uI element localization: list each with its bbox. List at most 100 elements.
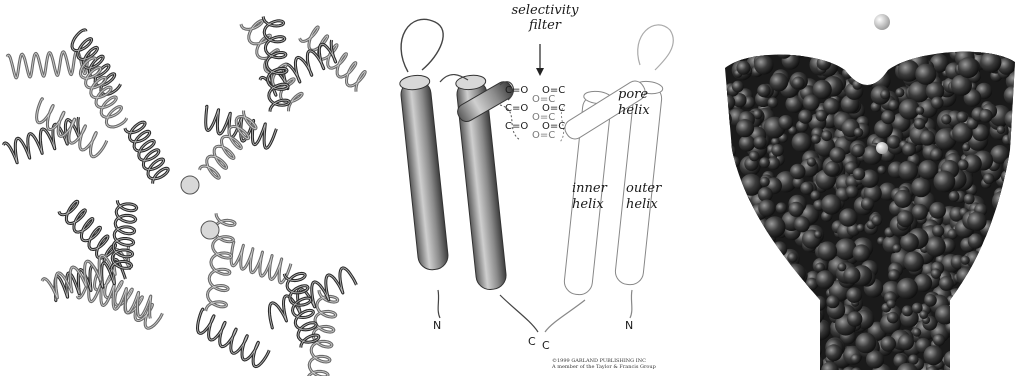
atom-sphere [818,241,838,261]
atom-sphere [880,90,890,100]
atom-sphere [1014,360,1029,376]
atom-sphere [831,30,852,51]
atom-sphere [1019,104,1029,115]
atom-sphere [932,225,944,237]
atom-sphere [956,111,967,122]
atom-sphere [887,312,899,324]
atom-sphere [887,43,903,59]
filter-label-line2: filter [510,19,580,32]
atom-sphere [1006,188,1015,197]
atom-sphere [810,190,820,200]
atom-sphere [952,34,965,47]
atom-sphere [750,285,759,294]
atom-sphere [897,210,914,227]
atom-sphere [786,264,806,284]
atom-sphere [979,109,993,123]
atom-sphere [912,328,921,337]
atom-sphere [797,325,814,342]
atom-sphere [1004,110,1022,128]
atom-sphere [710,196,720,206]
atom-sphere [813,80,832,99]
atom-sphere [951,358,960,367]
atom-sphere [954,363,964,373]
atom-sphere [733,280,751,298]
atom-sphere [823,98,840,115]
atom-sphere [895,88,904,97]
atom-sphere [774,325,785,336]
atom-sphere [988,331,1004,347]
atom-sphere [992,304,1002,314]
atom-sphere [986,355,995,364]
atom-sphere [723,44,737,58]
atom-sphere [934,171,956,193]
atom-sphere [776,271,797,292]
atom-sphere [902,143,916,157]
atom-sphere [741,305,752,316]
atom-sphere [995,314,1011,330]
atom-sphere [749,151,759,161]
atom-sphere [732,245,751,264]
atom-sphere [733,44,744,55]
atom-sphere [1009,278,1025,294]
atom-sphere [984,351,998,365]
atom-sphere [958,315,976,333]
atom-sphere [762,254,771,263]
atom-sphere [964,194,975,205]
atom-sphere [754,36,774,56]
atom-sphere [939,276,954,291]
atom-sphere [951,339,961,349]
atom-sphere [802,337,811,346]
atom-sphere [724,239,737,252]
atom-sphere [770,277,781,288]
atom-sphere [728,213,740,225]
atom-sphere [826,295,839,308]
atom-sphere [798,110,812,124]
pore-label-line1: pore [618,88,650,101]
atom-sphere [780,265,790,275]
atom-sphere [853,244,871,262]
atom-sphere [797,321,807,331]
atom-sphere [855,333,876,354]
space-filling-model-icon [710,0,1029,376]
atom-sphere [930,148,943,161]
atom-sphere [710,338,726,354]
atom-sphere [745,344,763,362]
atom-sphere [712,251,732,271]
atom-sphere [715,175,736,196]
atom-sphere [914,118,926,130]
atom-sphere [964,272,983,291]
atom-sphere [849,35,861,47]
atom-sphere [839,208,857,226]
atom-sphere [734,318,752,336]
atom-sphere [768,97,779,108]
atom-sphere [759,157,770,168]
atom-sphere [726,217,737,228]
helix-ribbon [37,99,107,157]
atom-sphere [755,239,776,260]
atom-sphere [747,323,768,344]
atom-sphere [1007,272,1025,290]
helix-ribbon [231,242,291,283]
atom-sphere [710,52,718,64]
atom-sphere [751,49,759,57]
atom-sphere [762,249,771,258]
copyright-notice: ©1999 GARLAND PUBLISHING INC A member of… [552,358,656,370]
atom-sphere [806,36,819,49]
atom-sphere [743,278,759,294]
atom-sphere [710,282,719,291]
helix-ribbon [241,21,302,112]
carbonyl-far-2: O=C [532,113,555,123]
atom-sphere [937,32,955,50]
atom-sphere [851,354,861,364]
atom-sphere [761,283,774,296]
carbonyl-far-1: O=C [532,95,555,105]
atom-sphere [729,237,740,248]
atom-sphere [726,221,739,234]
atom-sphere [1004,359,1018,373]
atom-sphere [737,61,751,75]
atom-sphere [952,297,974,319]
atom-sphere [765,361,777,373]
atom-sphere [825,344,842,361]
atom-sphere [754,301,768,315]
